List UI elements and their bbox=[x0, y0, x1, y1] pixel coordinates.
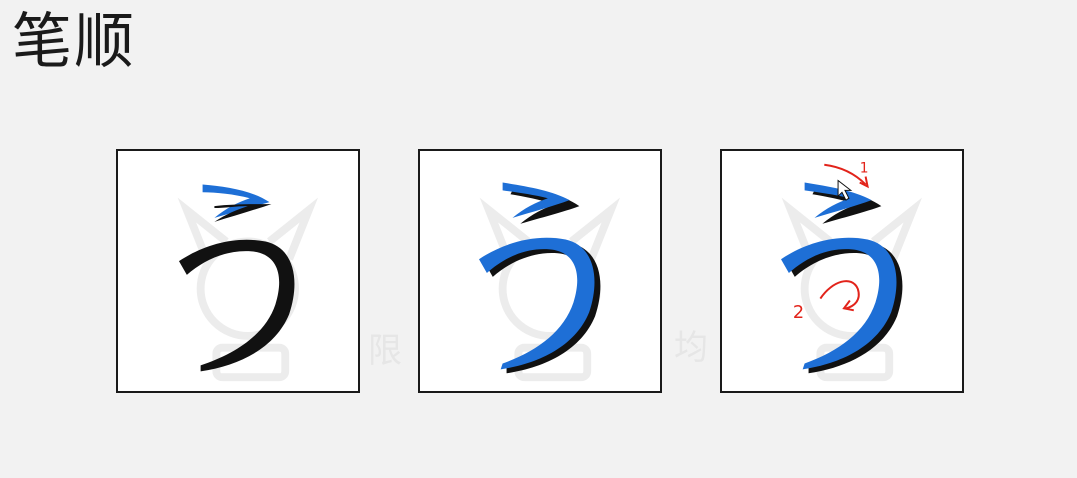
stroke-panel-1 bbox=[116, 149, 360, 393]
stroke-2-blue bbox=[479, 237, 595, 370]
annotation-number-2: 2 bbox=[793, 303, 804, 323]
stroke-2-blue bbox=[781, 237, 897, 370]
stroke-1-blue bbox=[502, 182, 570, 218]
stroke-1-ink bbox=[812, 186, 882, 224]
stroke-2-ink bbox=[178, 239, 295, 372]
annotation-arrow-1 bbox=[824, 163, 869, 189]
stroke-1-ink bbox=[214, 204, 272, 222]
mouse-cursor-icon bbox=[837, 179, 853, 201]
annotation-number-1: 1 bbox=[860, 161, 869, 177]
kana-u-figure bbox=[479, 182, 621, 382]
stroke-2-ink bbox=[786, 241, 903, 374]
stroke-1-blue bbox=[202, 184, 270, 218]
page-title: 笔顺 bbox=[12, 7, 136, 77]
stroke-1-ink bbox=[510, 186, 580, 224]
kana-u-figure: 1 2 bbox=[781, 161, 923, 382]
stroke-panel-2 bbox=[418, 149, 662, 393]
watermark-text-right: 均 bbox=[674, 328, 708, 368]
stroke-panel-3: 1 2 bbox=[720, 149, 964, 393]
annotation-arrow-2 bbox=[819, 280, 860, 312]
stroke-1-blue bbox=[804, 182, 872, 218]
kana-u-figure bbox=[177, 184, 319, 382]
stroke-2-ink bbox=[484, 241, 601, 374]
watermark-text-left: 限 bbox=[368, 331, 402, 371]
